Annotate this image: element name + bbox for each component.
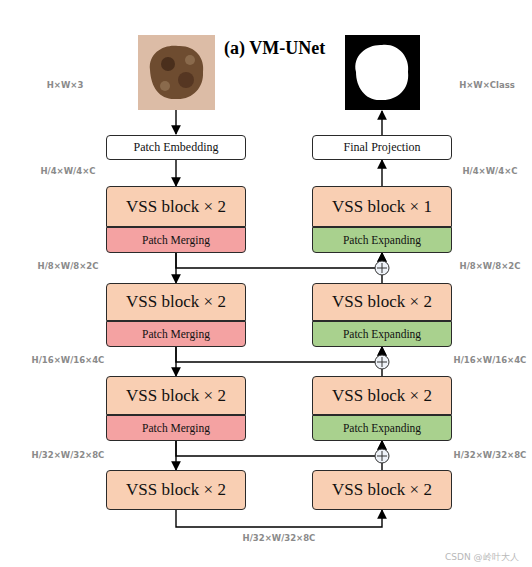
box-label: Patch Expanding (343, 328, 421, 340)
vss-block-box: VSS block × 2 (312, 376, 452, 415)
dimension-label: H×W×Class (432, 80, 532, 90)
input-image (138, 35, 215, 110)
watermark-label: CSDN @岭叶大人 (445, 551, 519, 564)
add-symbol (375, 355, 389, 369)
box-label: Patch Merging (142, 422, 210, 434)
vss-block-box: VSS block × 2 (106, 283, 246, 321)
skin-background (138, 35, 215, 110)
vss-block-box: VSS block × 2 (106, 186, 246, 227)
vss-block-box: VSS block × 2 (106, 470, 246, 510)
add-circle (375, 449, 389, 463)
flow-arrow (381, 160, 382, 186)
mask-background (345, 35, 420, 110)
vss-block-box: VSS block × 2 (106, 376, 246, 415)
dimension-label: H/32×W/32×8C (435, 450, 532, 460)
skip-connection (176, 441, 382, 456)
vss-block-box: VSS block × 1 (312, 186, 452, 227)
diagram-title: (a) VM-UNet (224, 38, 325, 59)
dimension-label: H/32×W/32×8C (224, 533, 334, 543)
mask-shape (355, 45, 408, 100)
add-circle (375, 261, 389, 275)
add-symbol (375, 449, 389, 463)
patch-expanding-box: Patch Expanding (312, 415, 452, 441)
box-label: VSS block × 2 (332, 292, 432, 312)
process-box: Patch Embedding (106, 135, 246, 160)
add-symbol (375, 261, 389, 275)
vss-block-box: VSS block × 2 (312, 283, 452, 321)
dimension-label: H/16×W/16×4C (13, 355, 123, 365)
lesion-spot (161, 57, 175, 71)
input-arrow (175, 110, 176, 134)
box-label: Patch Embedding (134, 140, 219, 155)
dimension-label: H×W×3 (10, 80, 120, 90)
lesion-spot (185, 55, 195, 65)
dimension-label: H/8×W/8×2C (435, 261, 532, 271)
box-label: Patch Expanding (343, 234, 421, 246)
dimension-label: H/16×W/16×4C (435, 355, 532, 365)
lesion-spot (178, 72, 194, 88)
patch-merging-box: Patch Merging (106, 321, 246, 347)
lesion-spot (160, 81, 170, 91)
lesion-shape (150, 46, 203, 99)
box-label: VSS block × 2 (332, 386, 432, 406)
dimension-label: H/4×W/4×C (435, 166, 532, 176)
dimension-label: H/32×W/32×8C (13, 450, 123, 460)
box-label: VSS block × 2 (126, 197, 226, 217)
patch-merging-box: Patch Merging (106, 227, 246, 253)
box-label: VSS block × 2 (332, 480, 432, 500)
output-arrow (381, 111, 382, 135)
add-plus (377, 263, 387, 273)
box-label: Patch Merging (142, 328, 210, 340)
output-mask (345, 35, 420, 110)
box-label: Final Projection (344, 140, 421, 155)
process-box: Final Projection (312, 135, 452, 160)
patch-merging-box: Patch Merging (106, 415, 246, 441)
box-label: VSS block × 1 (332, 197, 432, 217)
add-plus (377, 451, 387, 461)
add-plus (377, 357, 387, 367)
dimension-label: H/4×W/4×C (13, 166, 123, 176)
patch-expanding-box: Patch Expanding (312, 227, 452, 253)
dimension-label: H/8×W/8×2C (13, 261, 123, 271)
flow-arrow (176, 510, 382, 527)
box-label: VSS block × 2 (126, 480, 226, 500)
box-label: VSS block × 2 (126, 292, 226, 312)
flow-arrow (175, 160, 176, 186)
box-label: Patch Expanding (343, 422, 421, 434)
box-label: VSS block × 2 (126, 386, 226, 406)
skip-connection (176, 253, 382, 268)
box-label: Patch Merging (142, 234, 210, 246)
vss-block-box: VSS block × 2 (312, 470, 452, 510)
patch-expanding-box: Patch Expanding (312, 321, 452, 347)
skip-connection (176, 347, 382, 362)
add-circle (375, 355, 389, 369)
